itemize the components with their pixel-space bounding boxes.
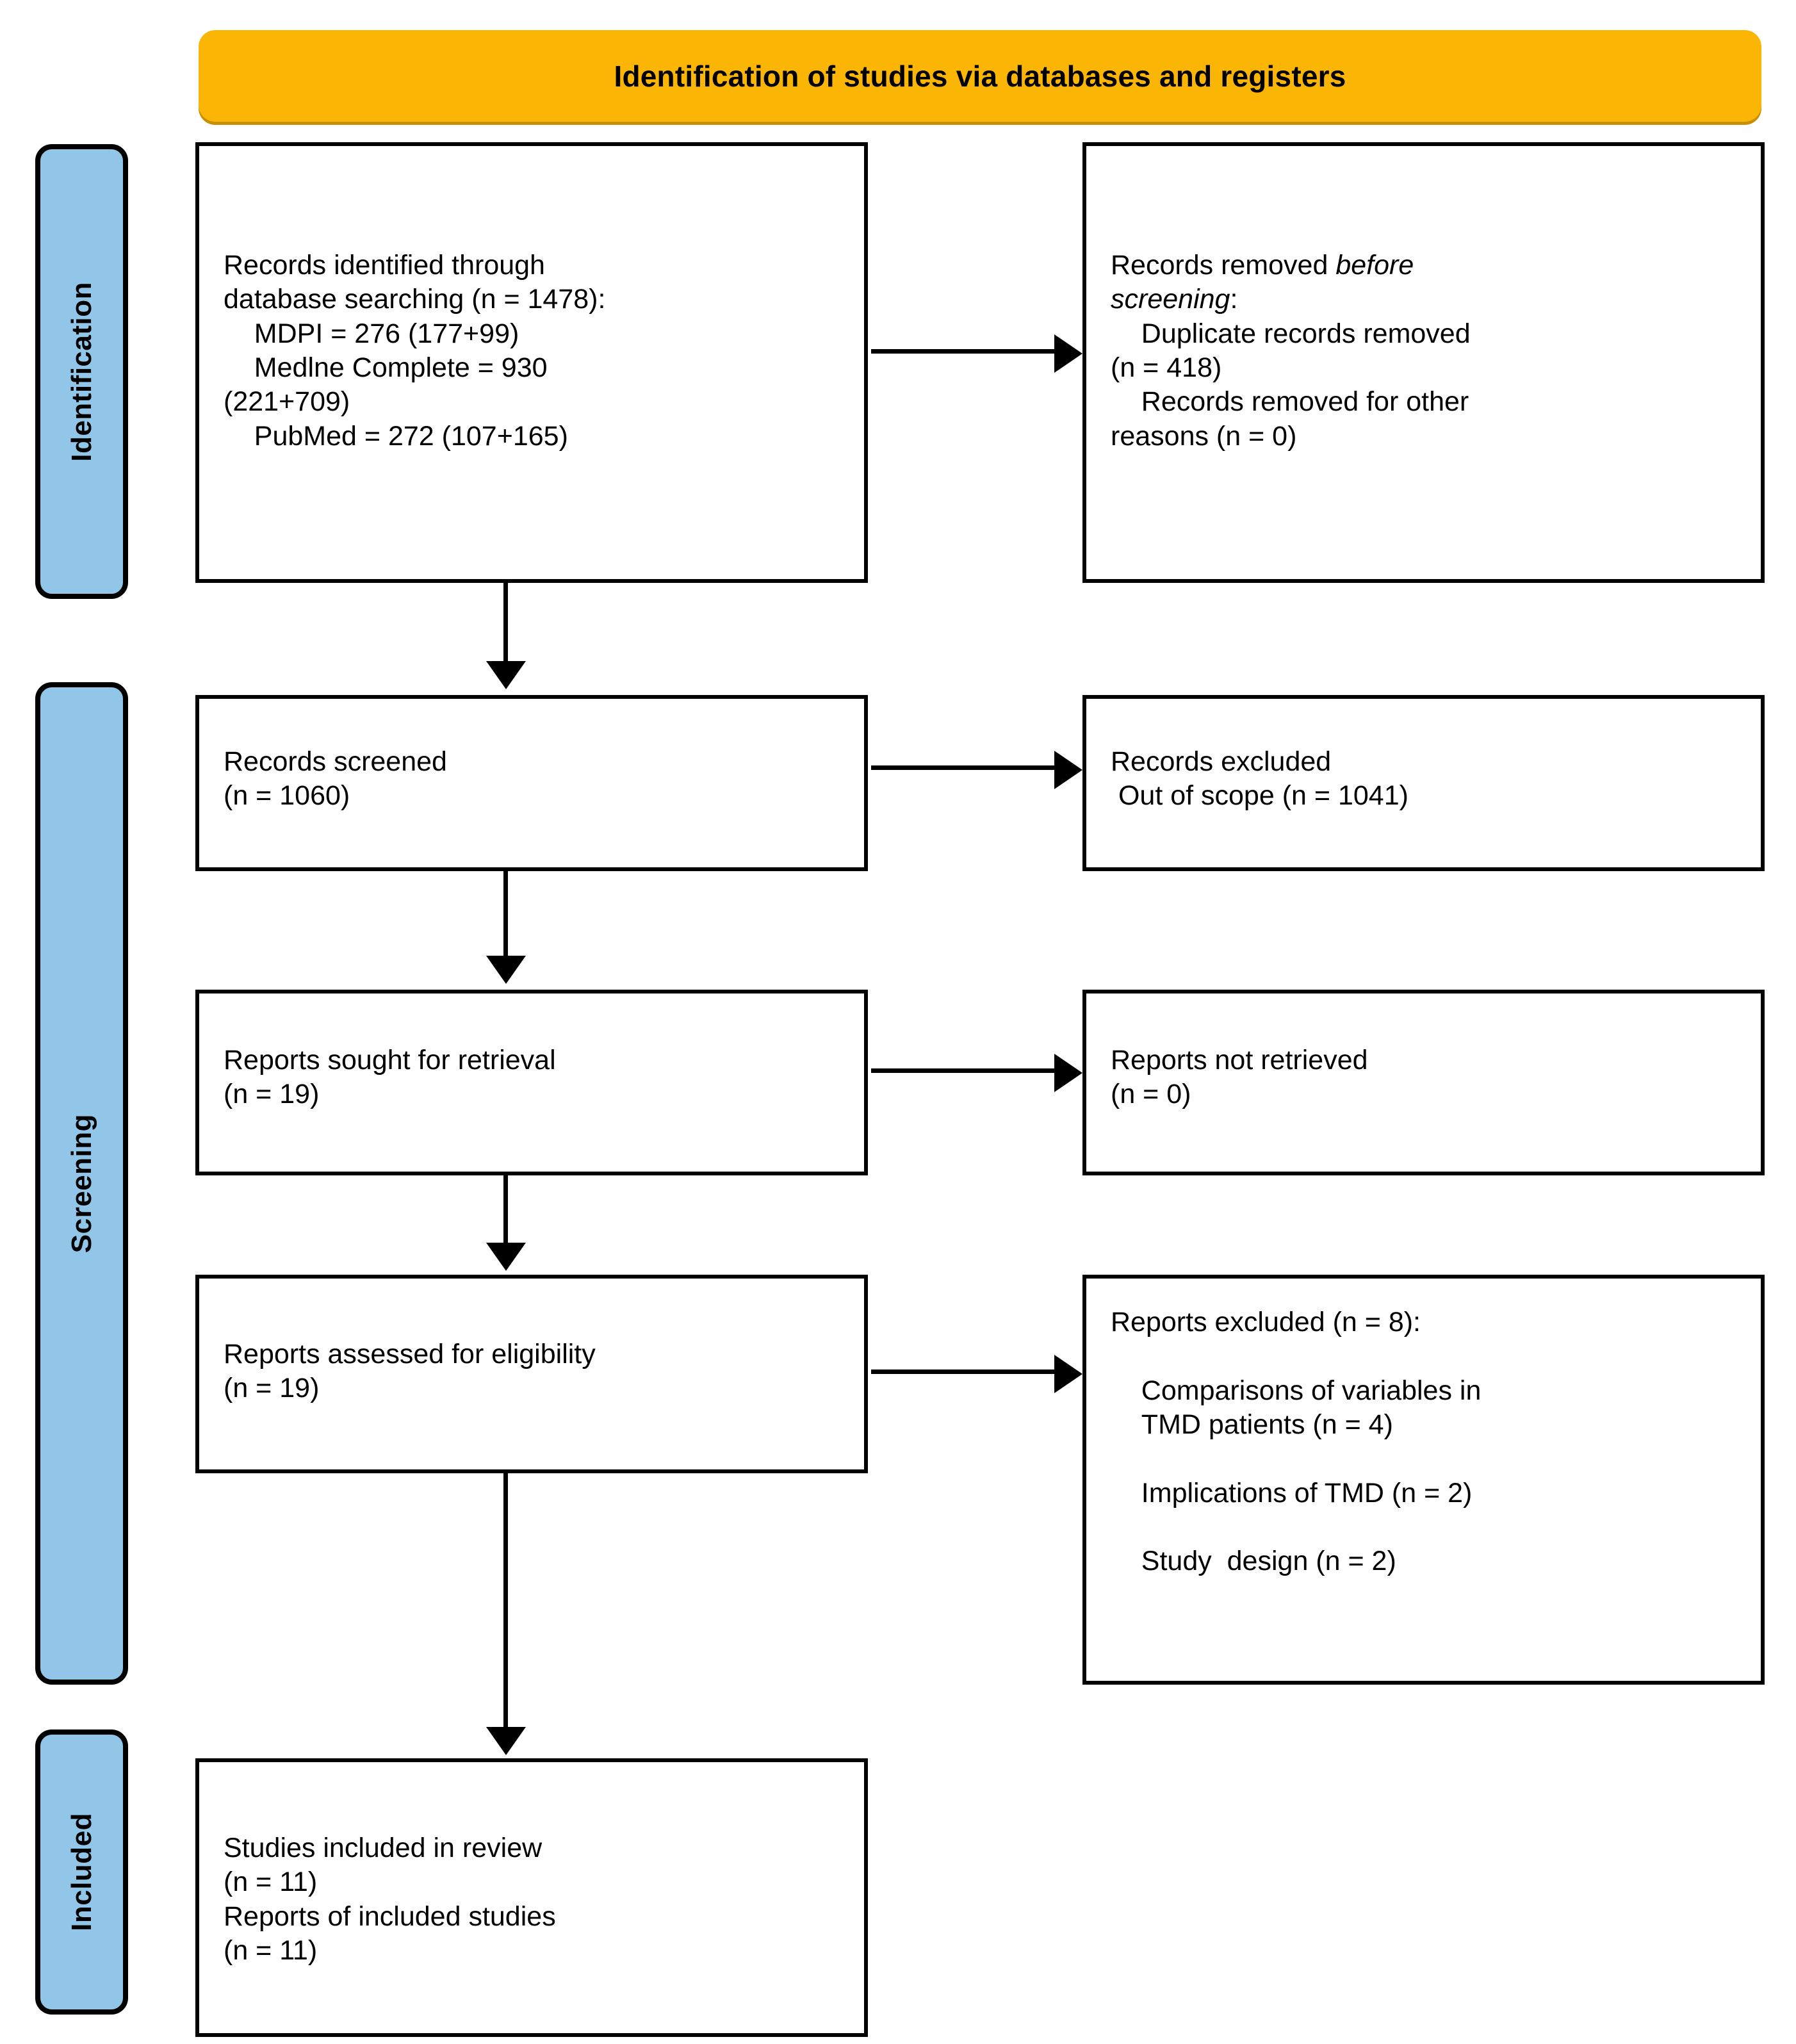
connector-line-screened-to-excluded (871, 765, 1057, 770)
box-reports-excluded-text: Reports excluded (n = 8): Comparisons of… (1111, 1307, 1482, 1577)
diagram-header-title: Identification of studies via databases … (614, 59, 1346, 93)
connector-line-assessed-to-excluded (871, 1369, 1057, 1374)
connector-line-screened-to-sought (503, 871, 508, 960)
box-reports-not-retrieved: Reports not retrieved (n = 0) (1082, 990, 1765, 1175)
records-removed-prefix: Records removed (1111, 250, 1336, 281)
arrowhead-down-icon (486, 1727, 526, 1755)
stage-label-screening-text: Screening (65, 1113, 97, 1254)
stage-label-included-text: Included (65, 1813, 97, 1931)
box-studies-included-text: Studies included in review (n = 11) Repo… (224, 1833, 556, 1966)
connector-line-sought-to-assessed (503, 1175, 508, 1245)
box-reports-excluded: Reports excluded (n = 8): Comparisons of… (1082, 1275, 1765, 1685)
arrowhead-down-icon (486, 1243, 526, 1271)
box-records-excluded-text: Records excluded Out of scope (n = 1041) (1111, 746, 1408, 812)
diagram-header-banner: Identification of studies via databases … (199, 30, 1761, 122)
box-reports-not-retrieved-text: Reports not retrieved (n = 0) (1111, 1045, 1368, 1110)
connector-line-identified-to-removed (871, 349, 1057, 354)
arrowhead-right-icon (1054, 1355, 1082, 1393)
arrowhead-right-icon (1054, 751, 1082, 789)
box-studies-included-in-review: Studies included in review (n = 11) Repo… (195, 1758, 868, 2037)
stage-label-included: Included (35, 1729, 128, 2015)
stage-label-identification-text: Identification (65, 281, 97, 462)
connector-line-identified-to-screened (503, 583, 508, 666)
arrowhead-down-icon (486, 956, 526, 984)
arrowhead-right-icon (1054, 334, 1082, 373)
records-removed-suffix: : Duplicate records removed (n = 418) Re… (1111, 284, 1471, 452)
box-records-removed-text: Records removed before screening: Duplic… (1111, 249, 1748, 454)
box-records-identified-text: Records identified through database sear… (224, 250, 606, 452)
box-records-excluded: Records excluded Out of scope (n = 1041) (1082, 695, 1765, 871)
connector-line-assessed-to-included (503, 1473, 508, 1729)
box-records-screened: Records screened (n = 1060) (195, 695, 868, 871)
box-reports-sought-text: Reports sought for retrieval (n = 19) (224, 1045, 556, 1110)
records-removed-emphasis: before screening (1111, 250, 1414, 315)
box-reports-assessed-for-eligibility: Reports assessed for eligibility (n = 19… (195, 1275, 868, 1473)
stage-label-screening: Screening (35, 682, 128, 1685)
box-reports-sought-for-retrieval: Reports sought for retrieval (n = 19) (195, 990, 868, 1175)
box-records-identified: Records identified through database sear… (195, 142, 868, 583)
stage-label-identification: Identification (35, 144, 128, 599)
box-reports-assessed-text: Reports assessed for eligibility (n = 19… (224, 1339, 596, 1404)
box-records-removed-before-screening: Records removed before screening: Duplic… (1082, 142, 1765, 583)
connector-line-sought-to-notretrieved (871, 1068, 1057, 1073)
arrowhead-down-icon (486, 661, 526, 689)
arrowhead-right-icon (1054, 1054, 1082, 1092)
box-records-screened-text: Records screened (n = 1060) (224, 746, 447, 812)
